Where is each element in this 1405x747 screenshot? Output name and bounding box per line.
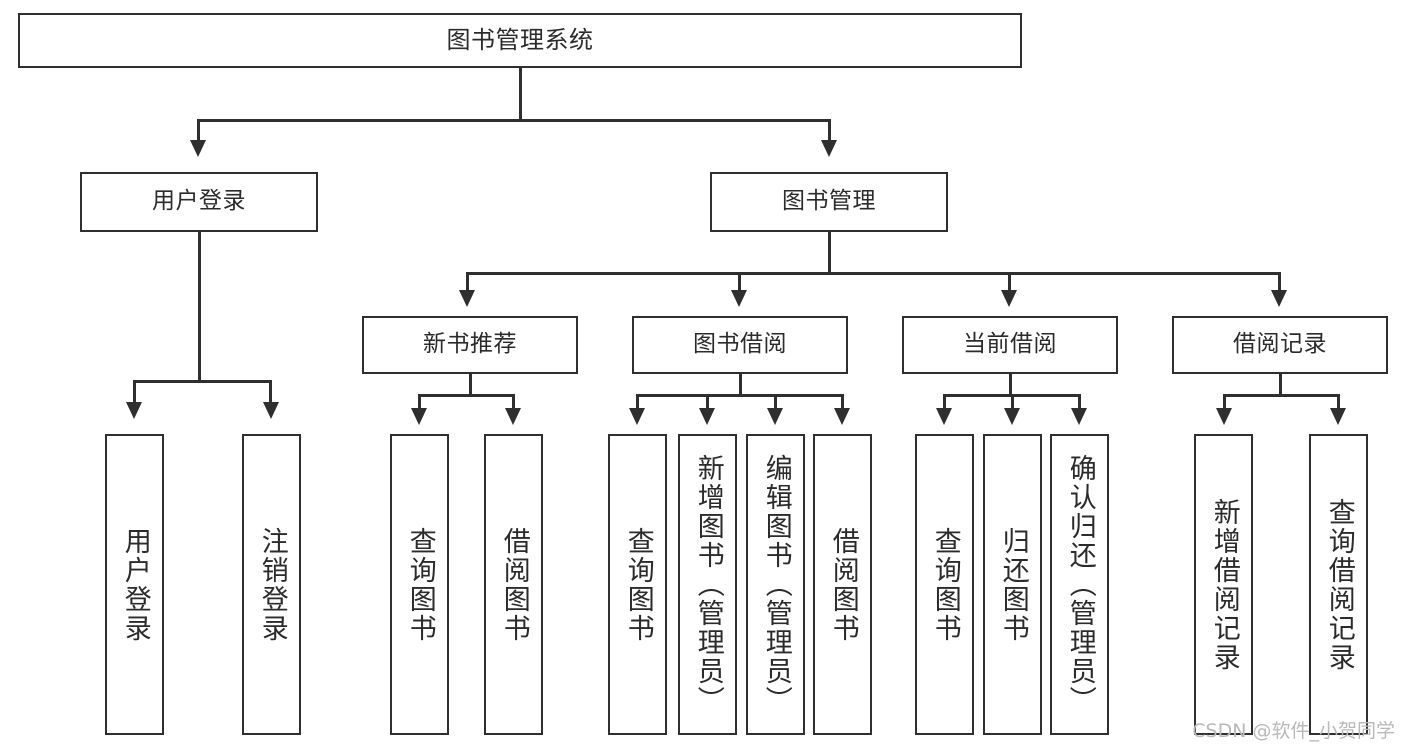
connector-drop-return-book (1011, 394, 1014, 410)
node-book-management[interactable]: 图书管理 (710, 172, 948, 232)
connector-drop-query-book-1 (418, 394, 421, 410)
arrowhead-edit-book (767, 408, 783, 425)
leaf-borrow-book[interactable]: 借阅图书 (813, 434, 872, 735)
arrowhead-query-book-2 (629, 408, 645, 425)
node-label: 新增借阅记录 (1208, 497, 1240, 672)
node-label: 新增图书（管理员） (692, 454, 724, 715)
node-current-borrow[interactable]: 当前借阅 (902, 316, 1118, 374)
arrowhead-confirm-return (1071, 408, 1087, 425)
connector-drop-current-borrow (1008, 272, 1011, 292)
node-label: 查询图书 (929, 526, 961, 643)
leaf-borrow-book-recommend[interactable]: 借阅图书 (484, 434, 543, 735)
leaf-user-login[interactable]: 用户登录 (105, 434, 164, 735)
connector-drop-book-borrow (738, 272, 741, 292)
node-label: 新书推荐 (423, 331, 517, 358)
connector-drop-confirm-return (1078, 394, 1081, 410)
arrowhead-borrow-book-2 (834, 408, 850, 425)
arrowhead-return-book (1004, 408, 1020, 425)
leaf-edit-book-admin[interactable]: 编辑图书（管理员） (746, 434, 805, 735)
connector-drop-query-record (1337, 394, 1340, 410)
connector-root-bus (197, 119, 831, 122)
node-label: 注销登录 (256, 526, 288, 643)
connector-drop-add-record (1223, 394, 1226, 410)
connector-drop-edit-book (774, 394, 777, 410)
leaf-return-book[interactable]: 归还图书 (983, 434, 1042, 735)
connector-book-mgmt-stem (828, 232, 831, 274)
leaf-confirm-return-admin[interactable]: 确认归还（管理员） (1050, 434, 1109, 735)
node-label: 图书管理 (782, 188, 876, 215)
node-label: 查询图书 (404, 526, 436, 643)
node-label: 用户登录 (152, 188, 246, 215)
connector-drop-borrow-book-1 (512, 394, 515, 410)
node-book-borrow[interactable]: 图书借阅 (632, 316, 848, 374)
arrowhead-borrow-record (1271, 290, 1287, 307)
arrowhead-book-mgmt (821, 140, 837, 157)
node-label: 用户登录 (119, 526, 151, 643)
connector-drop-query-book-2 (636, 394, 639, 410)
arrowhead-query-book-1 (411, 408, 427, 425)
connector-drop-borrow-record (1278, 272, 1281, 292)
leaf-add-book-admin[interactable]: 新增图书（管理员） (678, 434, 737, 735)
arrowhead-add-book (699, 408, 715, 425)
connector-drop-leaf-logout (269, 380, 272, 404)
leaf-query-book-recommend[interactable]: 查询图书 (390, 434, 449, 735)
arrowhead-leaf-user-login (126, 402, 142, 419)
connector-drop-borrow-book-2 (841, 394, 844, 410)
connector-drop-leaf-user-login (133, 380, 136, 404)
watermark-text: CSDN @软件_小贺同学 (1192, 720, 1395, 742)
node-label: 查询借阅记录 (1323, 497, 1355, 672)
connector-drop-new-books (466, 272, 469, 292)
node-label: 借阅图书 (827, 526, 859, 643)
connector-book-borrow-stem (739, 374, 742, 396)
arrowhead-new-books (459, 290, 475, 307)
node-label: 编辑图书（管理员） (760, 454, 792, 715)
leaf-query-book-current[interactable]: 查询图书 (915, 434, 974, 735)
connector-current-borrow-stem (1009, 374, 1012, 396)
arrowhead-query-book-3 (936, 408, 952, 425)
node-root-system[interactable]: 图书管理系统 (18, 13, 1022, 68)
connector-new-book-stem (469, 374, 472, 396)
connector-root-stem (519, 68, 522, 120)
node-label: 图书管理系统 (446, 26, 594, 55)
connector-drop-user-login (197, 119, 200, 142)
connector-book-borrow-bus (636, 394, 843, 397)
arrowhead-user-login (190, 140, 206, 157)
connector-borrow-record-stem (1279, 374, 1282, 396)
arrowhead-book-borrow (731, 290, 747, 307)
node-label: 确认归还（管理员） (1064, 454, 1096, 715)
node-label: 图书借阅 (693, 331, 787, 358)
arrowhead-leaf-logout (263, 402, 279, 419)
leaf-query-book-borrow[interactable]: 查询图书 (608, 434, 667, 735)
node-label: 借阅记录 (1233, 331, 1327, 358)
node-label: 当前借阅 (963, 331, 1057, 358)
node-new-book-recommend[interactable]: 新书推荐 (362, 316, 578, 374)
arrowhead-borrow-book-1 (505, 408, 521, 425)
node-user-login[interactable]: 用户登录 (80, 172, 318, 232)
connector-user-login-stem (198, 232, 201, 382)
leaf-logout[interactable]: 注销登录 (242, 434, 301, 735)
connector-user-login-bus (133, 380, 270, 383)
connector-book-mgmt-bus (466, 272, 1280, 275)
arrowhead-current-borrow (1001, 290, 1017, 307)
node-label: 借阅图书 (498, 526, 530, 643)
node-label: 归还图书 (997, 526, 1029, 643)
arrowhead-add-record (1216, 408, 1232, 425)
connector-drop-query-book-3 (943, 394, 946, 410)
leaf-add-borrow-record[interactable]: 新增借阅记录 (1194, 434, 1253, 735)
node-borrow-record[interactable]: 借阅记录 (1172, 316, 1388, 374)
connector-borrow-record-bus (1223, 394, 1339, 397)
connector-drop-add-book (706, 394, 709, 410)
arrowhead-query-record (1330, 408, 1346, 425)
connector-drop-book-mgmt (828, 119, 831, 142)
connector-new-book-bus (418, 394, 514, 397)
node-label: 查询图书 (622, 526, 654, 643)
leaf-query-borrow-record[interactable]: 查询借阅记录 (1309, 434, 1368, 735)
